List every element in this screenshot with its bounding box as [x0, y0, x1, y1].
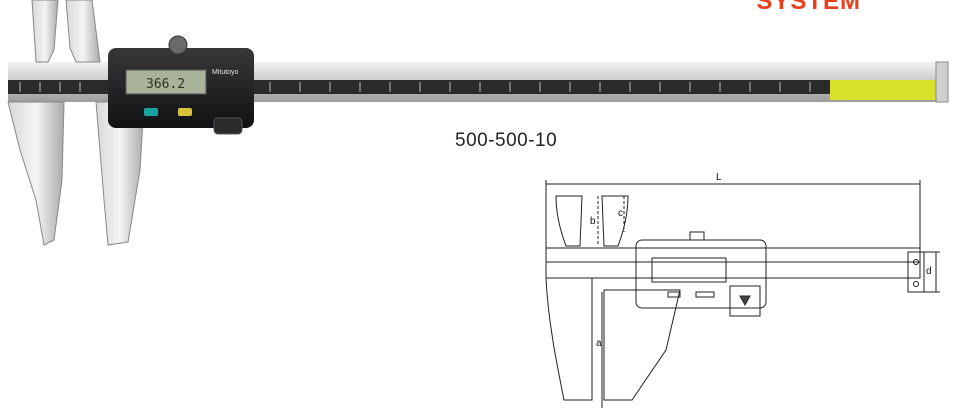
diagram-upper-sliding-jaw: [601, 195, 629, 247]
diagram-arrow: [739, 295, 751, 307]
yellow-label: [830, 80, 940, 100]
label-a: a: [596, 338, 602, 349]
label-d: d: [926, 266, 932, 277]
diagram-button-2: [695, 291, 715, 298]
diagram-lower-fixed-jaw: [545, 277, 593, 401]
thumb-roller[interactable]: [213, 117, 243, 135]
zero-button[interactable]: [178, 108, 192, 116]
beam-end-cap: [935, 61, 949, 103]
lcd-reading: 366.2: [146, 77, 185, 92]
scale-ticks: [19, 82, 811, 92]
diagram-end-hole-bottom: [913, 281, 919, 287]
diagram-upper-fixed-jaw: [555, 195, 583, 247]
label-c: c: [618, 208, 623, 219]
label-L: L: [716, 172, 722, 183]
diagram-button-1: [667, 291, 681, 298]
diagram-end-hole-top: [913, 259, 919, 265]
diagram-lower-sliding-jaw: [603, 289, 681, 401]
lcd-display: [125, 69, 207, 95]
lower-fixed-jaw: [7, 101, 65, 246]
diagram-end-block: [907, 251, 925, 293]
diagram-knob: [689, 231, 705, 241]
diagram-lcd: [651, 257, 727, 283]
diagram-beam: [545, 247, 921, 279]
upper-sliding-jaw: [65, 0, 101, 63]
upper-fixed-jaw: [31, 0, 59, 63]
brand-logo: Mitutoyo: [212, 69, 239, 76]
diagram-thumb-roller: [729, 285, 761, 317]
origin-button[interactable]: [144, 108, 158, 116]
model-number: 500-500-10: [455, 130, 558, 151]
label-b: b: [590, 216, 596, 227]
fine-adjust-roller: [168, 35, 188, 55]
page-title: SYSTEM: [756, 0, 861, 15]
